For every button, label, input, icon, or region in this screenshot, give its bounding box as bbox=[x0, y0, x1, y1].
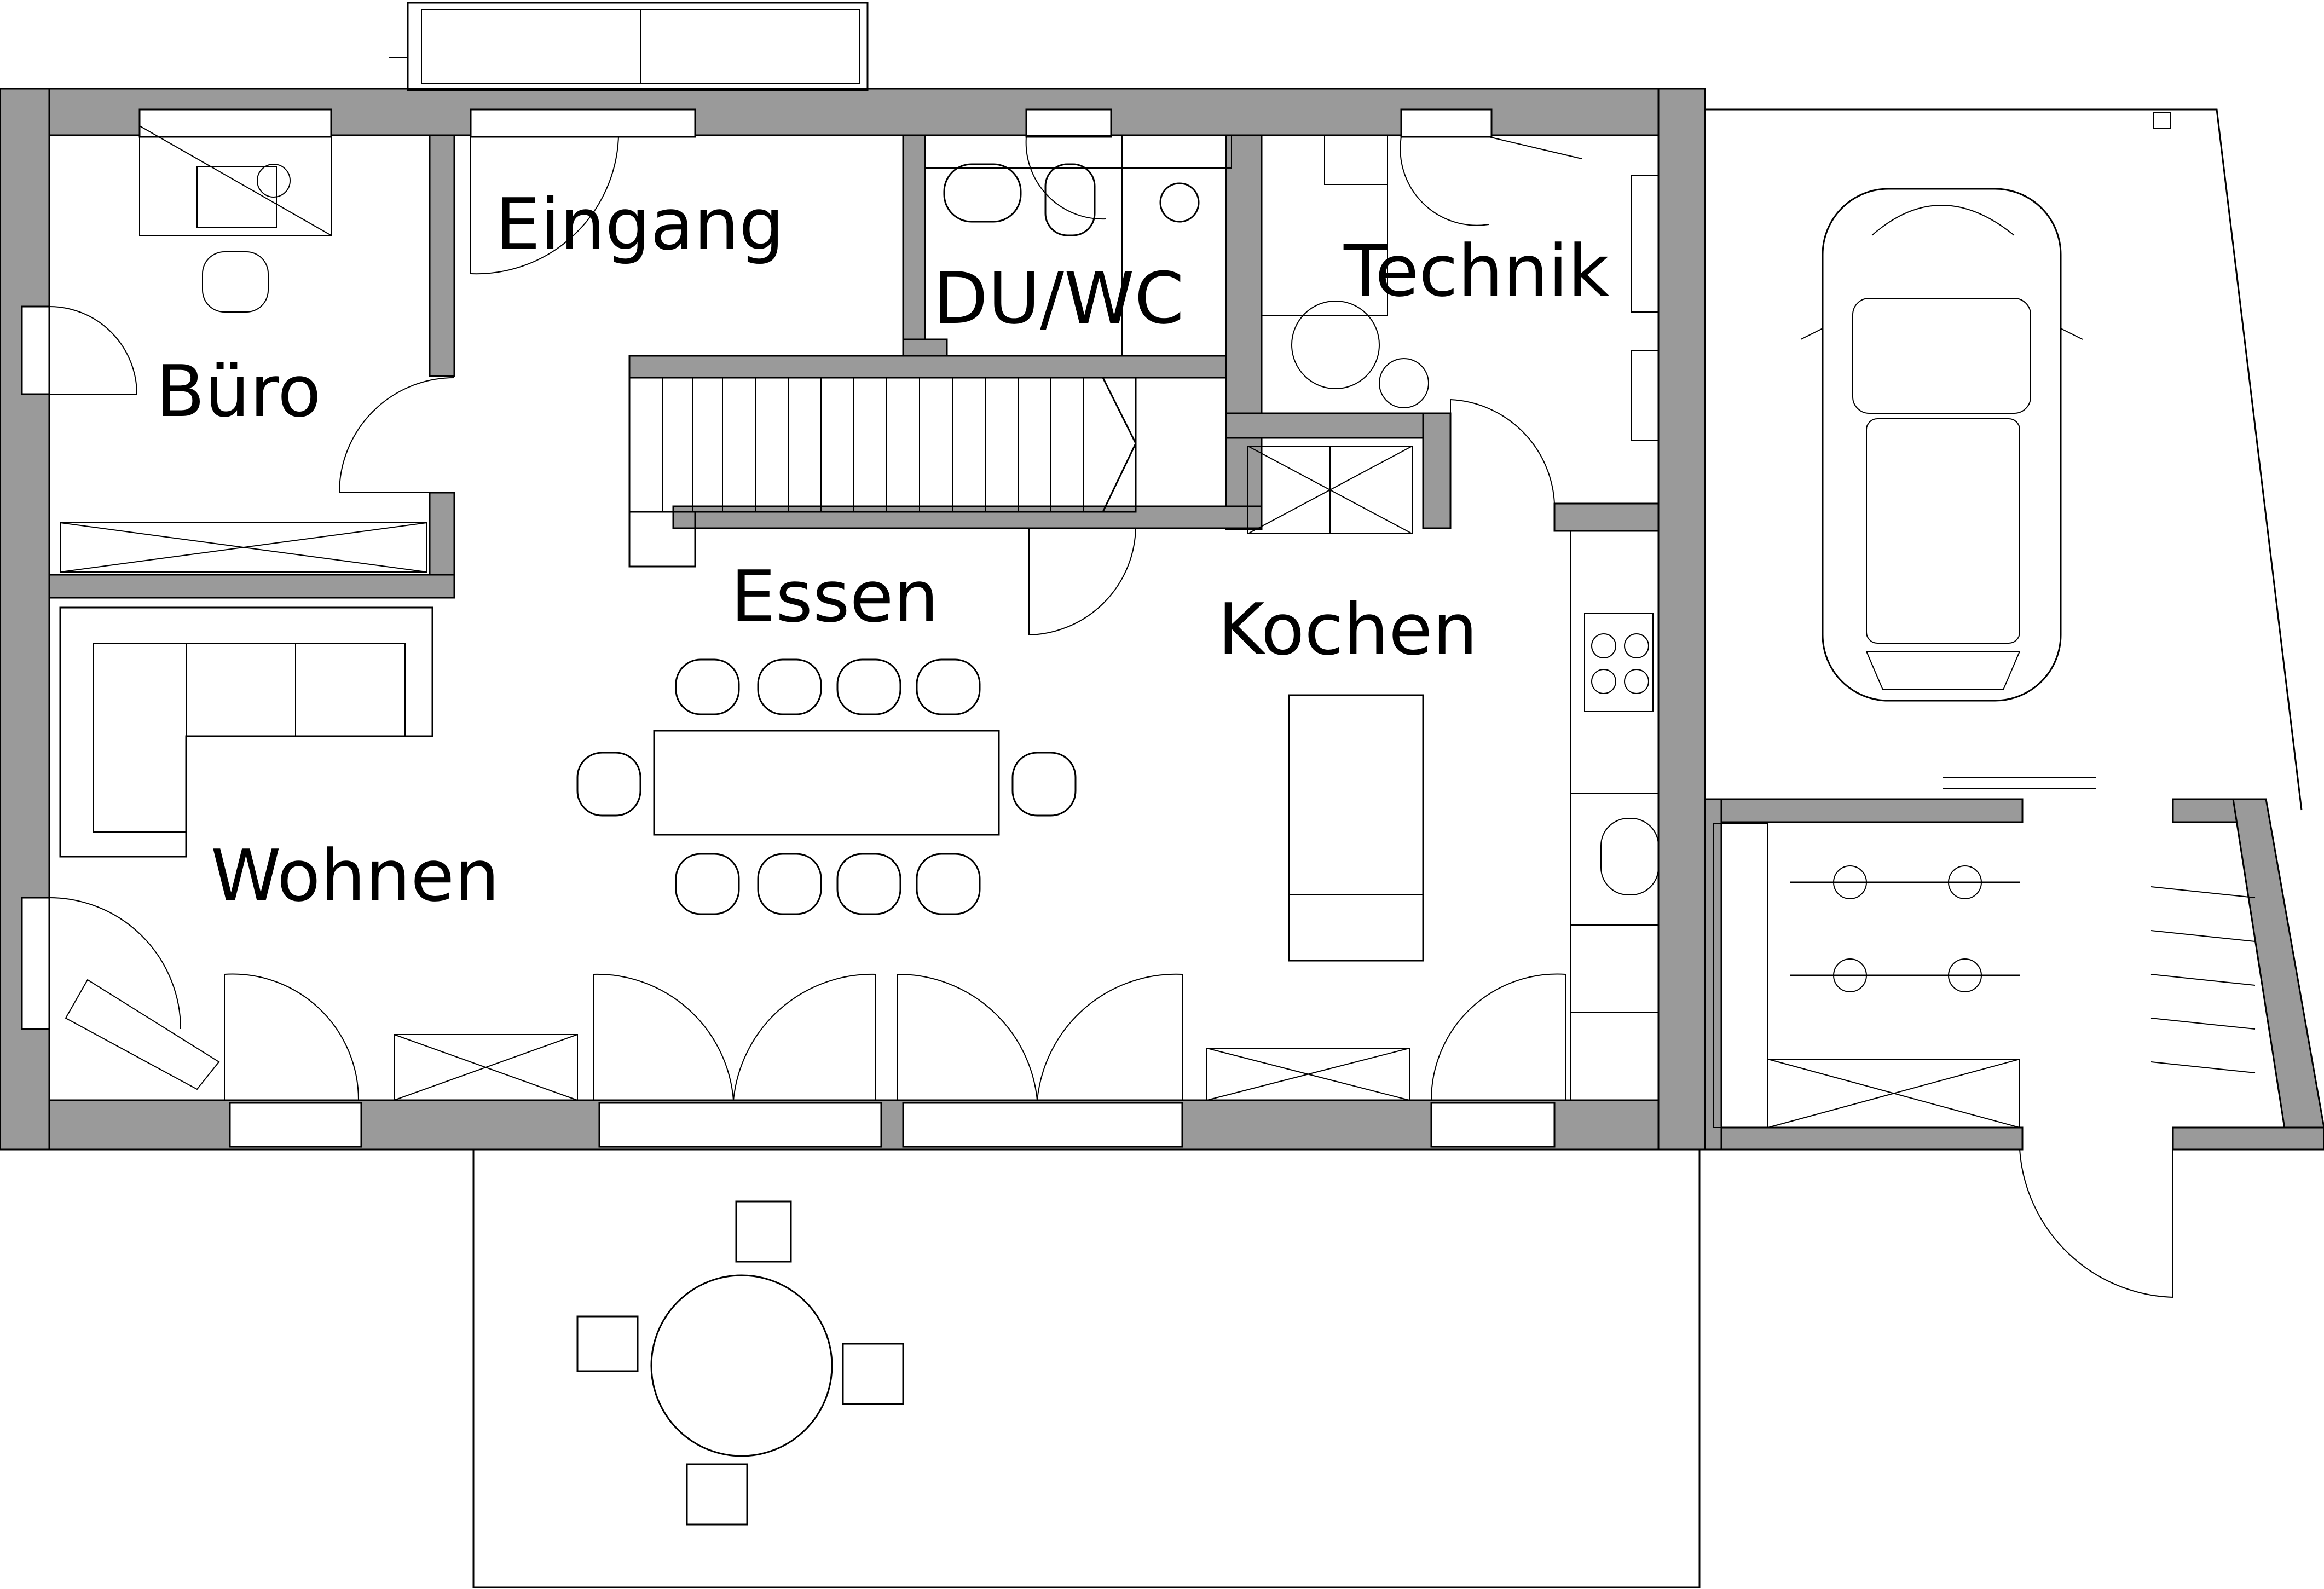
bathroom-fixtures bbox=[924, 135, 1232, 356]
room-label-buero: Büro bbox=[156, 350, 321, 433]
room-label-essen: Essen bbox=[731, 555, 939, 638]
room-label-duwc: DU/WC bbox=[933, 257, 1184, 340]
living-furniture bbox=[49, 606, 1410, 1101]
carport bbox=[1705, 108, 2324, 1150]
room-label-kochen: Kochen bbox=[1218, 588, 1478, 671]
office-furniture bbox=[49, 109, 455, 573]
staircase bbox=[628, 377, 1413, 636]
terrace bbox=[472, 1148, 1701, 1588]
technik-fixtures bbox=[1261, 135, 1659, 528]
garage-walls bbox=[1704, 798, 2324, 1151]
room-label-technik: Technik bbox=[1343, 229, 1609, 313]
bay-window bbox=[389, 2, 869, 91]
wall-openings bbox=[21, 108, 1556, 1148]
room-label-wohnen: Wohnen bbox=[211, 834, 500, 917]
interior-walls bbox=[48, 134, 1660, 599]
entrance-door bbox=[470, 135, 619, 275]
dining-set bbox=[576, 658, 1077, 915]
room-label-eingang: Eingang bbox=[495, 183, 784, 266]
car-icon bbox=[1800, 188, 2083, 702]
kitchen-fixtures bbox=[1288, 530, 1659, 1101]
terrace-doors bbox=[224, 973, 1566, 1101]
bike-storage bbox=[1713, 777, 2256, 1298]
